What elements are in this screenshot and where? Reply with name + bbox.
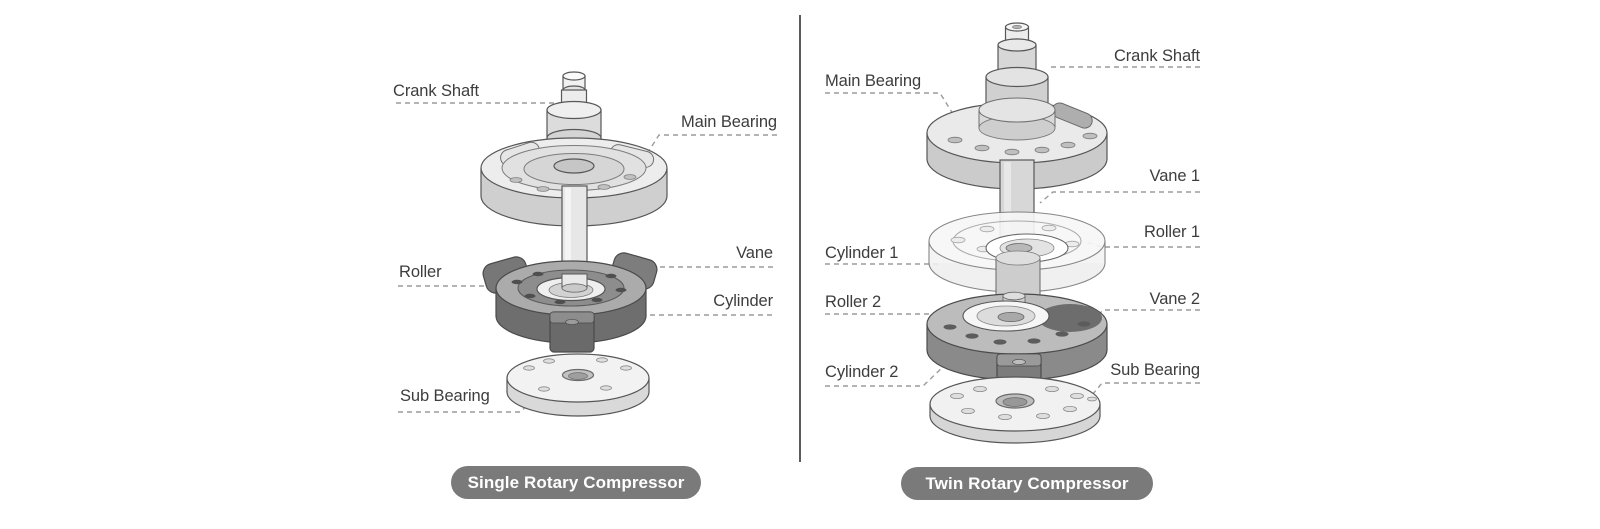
label-vane-2: Vane 2: [1149, 290, 1201, 308]
twin-sub-bearing-part: [929, 376, 1101, 444]
label-cylinder: Cylinder: [713, 292, 773, 310]
leader-cylinder-2: [825, 363, 947, 387]
single-rotary-illustration: [396, 71, 777, 417]
twin-rotary-illustration: [825, 22, 1200, 444]
label-crank-shaft: Crank Shaft: [393, 82, 480, 100]
label-sub-bearing: Sub Bearing: [1110, 361, 1200, 379]
label-crank-shaft: Crank Shaft: [1113, 47, 1200, 65]
leader-main-bearing: [642, 134, 777, 161]
label-vane-1: Vane 1: [1149, 167, 1201, 185]
twin-cylinder-2-part: [926, 291, 1108, 393]
label-roller-2: Roller 2: [825, 293, 882, 311]
single-rotary-caption: Single Rotary Compressor: [451, 466, 701, 499]
label-cylinder-2: Cylinder 2: [825, 363, 899, 381]
single-sub-bearing-part: [506, 353, 650, 417]
label-main-bearing: Main Bearing: [680, 113, 777, 131]
label-roller: Roller: [399, 263, 442, 281]
twin-rotary-panel: Crank Shaft Main Bearing Vane 1 Roller 1…: [800, 0, 1600, 529]
label-main-bearing: Main Bearing: [825, 72, 922, 90]
label-roller-1: Roller 1: [1143, 223, 1200, 241]
label-cylinder-1: Cylinder 1: [825, 244, 899, 262]
twin-main-bearing-part: [926, 97, 1108, 190]
leader-sub-bearing: [1082, 382, 1200, 407]
single-cylinder-part: [482, 252, 658, 353]
label-sub-bearing: Sub Bearing: [400, 387, 490, 405]
single-rotary-panel: Crank Shaft Main Bearing Vane Roller Cyl…: [393, 71, 777, 499]
label-vane: Vane: [736, 244, 773, 262]
leader-main-bearing: [825, 92, 959, 123]
twin-rotary-caption: Twin Rotary Compressor: [901, 467, 1153, 500]
panel-divider-line: [799, 15, 801, 462]
leader-vane-1: [1039, 191, 1200, 204]
